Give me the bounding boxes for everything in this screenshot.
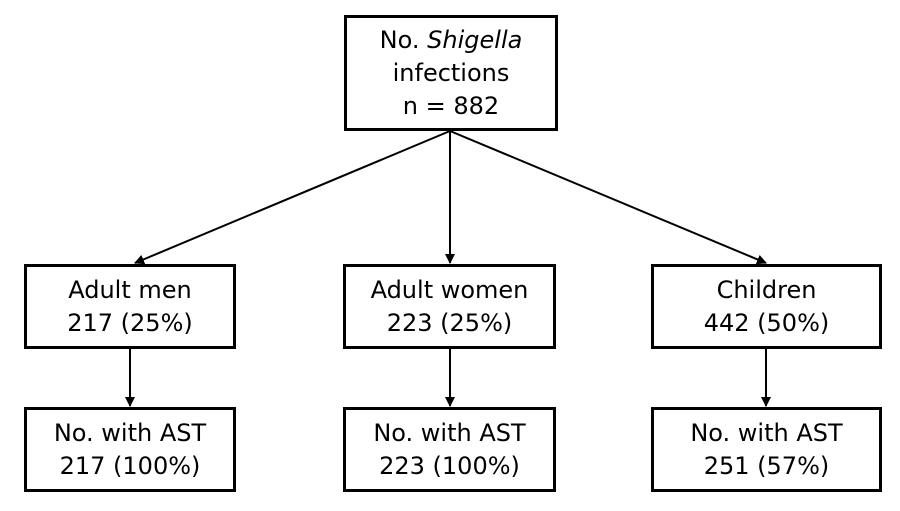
arrow-root-to-men [134, 130, 451, 265]
group-count-women: 223 (25%) [386, 308, 513, 337]
node-children: Children 442 (50%) [651, 264, 882, 349]
ast-label-men: No. with AST [53, 418, 207, 447]
group-label-men: Adult men [68, 275, 192, 304]
node-adult-men: Adult men 217 (25%) [24, 264, 236, 349]
ast-count-men: 217 (100%) [59, 451, 201, 480]
root-line-1: No. Shigella [380, 24, 523, 57]
ast-count-children: 251 (57%) [703, 451, 830, 480]
node-children-with-ast: No. with AST 251 (57%) [651, 407, 882, 492]
root-total: n = 882 [402, 91, 500, 120]
node-adult-women: Adult women 223 (25%) [343, 264, 556, 349]
root-prefix: No. [379, 25, 420, 54]
arrow-root-to-children [449, 130, 767, 265]
root-line-2: infections [392, 58, 510, 87]
node-men-with-ast: No. with AST 217 (100%) [24, 407, 236, 492]
group-count-men: 217 (25%) [67, 308, 193, 337]
group-count-children: 442 (50%) [703, 308, 830, 337]
root-organism: Shigella [427, 25, 523, 54]
ast-label-women: No. with AST [373, 418, 526, 447]
root-node-shigella-infections: No. Shigella infections n = 882 [344, 15, 558, 131]
group-label-children: Children [716, 275, 817, 304]
group-label-women: Adult women [370, 275, 529, 304]
node-women-with-ast: No. with AST 223 (100%) [343, 407, 556, 492]
ast-label-children: No. with AST [690, 418, 843, 447]
ast-count-women: 223 (100%) [379, 451, 520, 480]
